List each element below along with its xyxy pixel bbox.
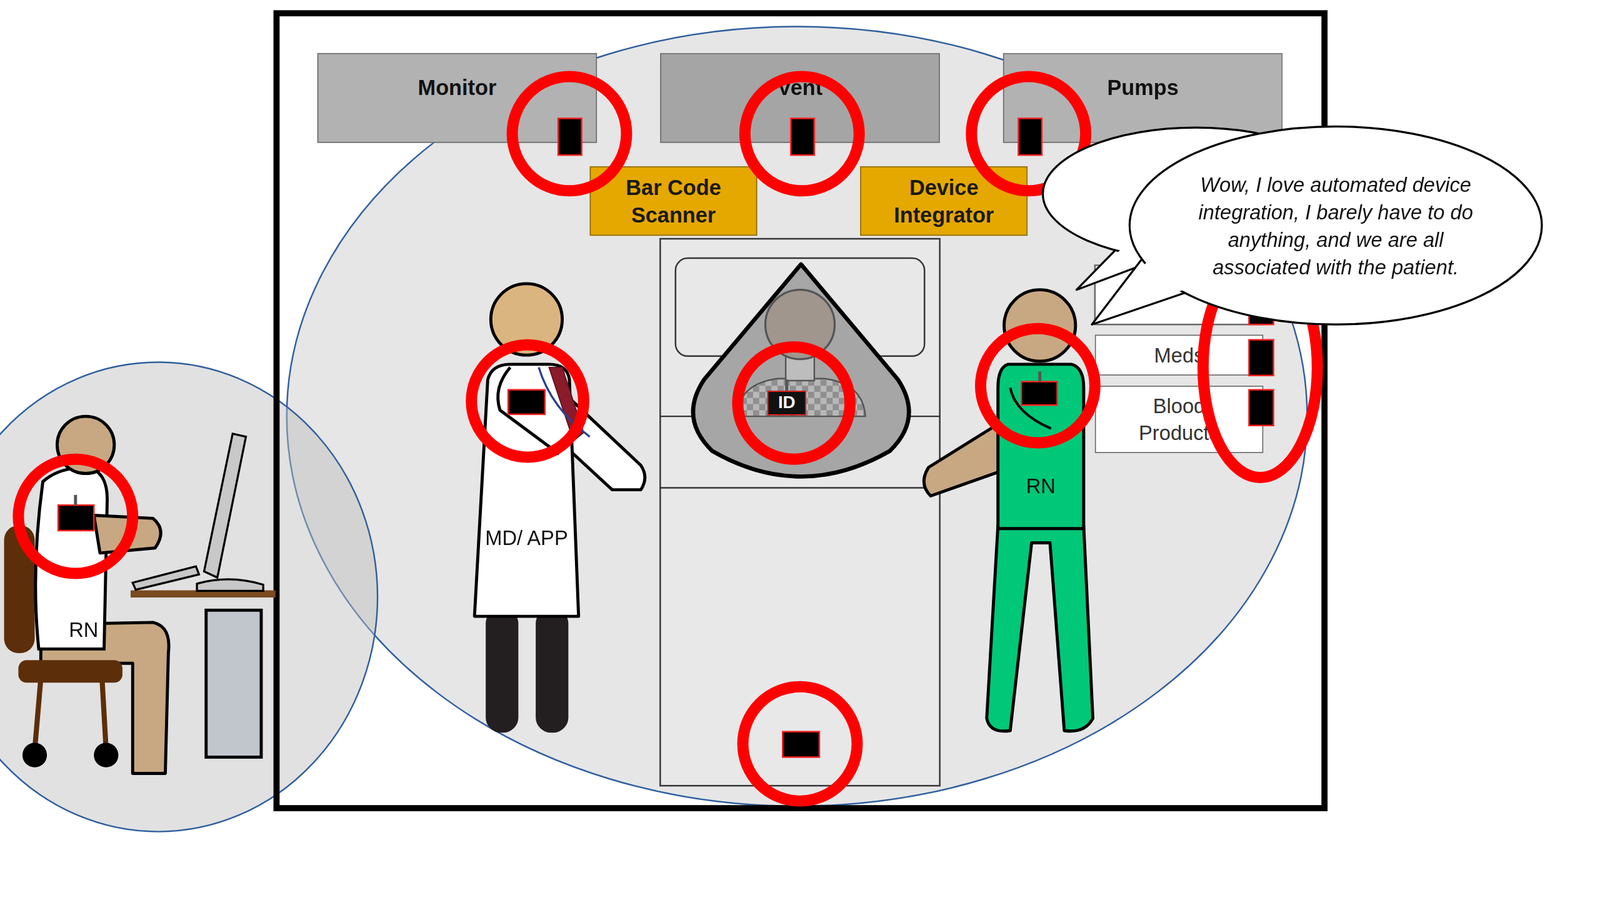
md-leg [485, 608, 519, 733]
bubble-outline [1081, 124, 1545, 329]
patient-body [693, 264, 909, 477]
tag-marker [471, 345, 584, 458]
badge-clip [73, 495, 77, 505]
role-label: MD/ APP [475, 524, 578, 551]
rfid-tag [1248, 390, 1274, 426]
badge-clip [785, 379, 789, 391]
remote-zone [0, 362, 378, 832]
rfid-tag [1018, 118, 1042, 155]
speech-tail-fill [1100, 259, 1184, 319]
box-label: Meds [1154, 341, 1205, 369]
md-leg [535, 608, 569, 733]
computer-stand [196, 579, 264, 591]
box-label: Monitor [418, 74, 497, 100]
tag-marker [18, 459, 133, 574]
rn-legs [986, 525, 1094, 732]
role-label: RN [1000, 472, 1082, 499]
rfid-tag [58, 505, 94, 531]
rfid-tag [1021, 381, 1057, 406]
rfid-tag [1248, 340, 1274, 376]
supply-box: Meds [1095, 335, 1264, 376]
supply-box: Blood Products [1095, 385, 1264, 454]
bed [660, 238, 940, 786]
desk-cabinet [206, 610, 262, 757]
patient-id-tag: ID [767, 390, 807, 415]
bubble-text-area: Wow, I love automated device integration… [1187, 153, 1484, 300]
badge-clip [1038, 371, 1042, 382]
role-label: RN [43, 616, 125, 643]
chair-wheel [93, 743, 119, 768]
bed-line [660, 486, 940, 489]
md-collar [498, 367, 560, 455]
keyboard [132, 566, 199, 590]
speech-text: Wow, I love automated device integration… [1187, 171, 1484, 282]
rfid-tag [790, 118, 815, 155]
tag-marker [743, 686, 858, 802]
box-label: Pumps [1106, 74, 1179, 100]
box-label: Bar Code Scanner [596, 173, 750, 229]
rfid-tag [508, 390, 545, 415]
rfid-tag [558, 118, 582, 155]
rfid-tag [782, 731, 820, 758]
computer-screen [204, 433, 247, 578]
tag-marker [980, 328, 1095, 444]
chair-leg [101, 678, 107, 750]
chair-wheel [22, 743, 47, 768]
speech-ellipse [1129, 126, 1542, 325]
device-box: Monitor [317, 53, 597, 144]
system-box: Device Integrator [860, 166, 1028, 236]
chair-leg [35, 678, 42, 750]
chair-seat [18, 660, 123, 683]
speech-bubble: Wow, I love automated device integration… [1081, 124, 1545, 329]
box-label: ID [778, 393, 796, 414]
tag-marker [737, 346, 850, 460]
